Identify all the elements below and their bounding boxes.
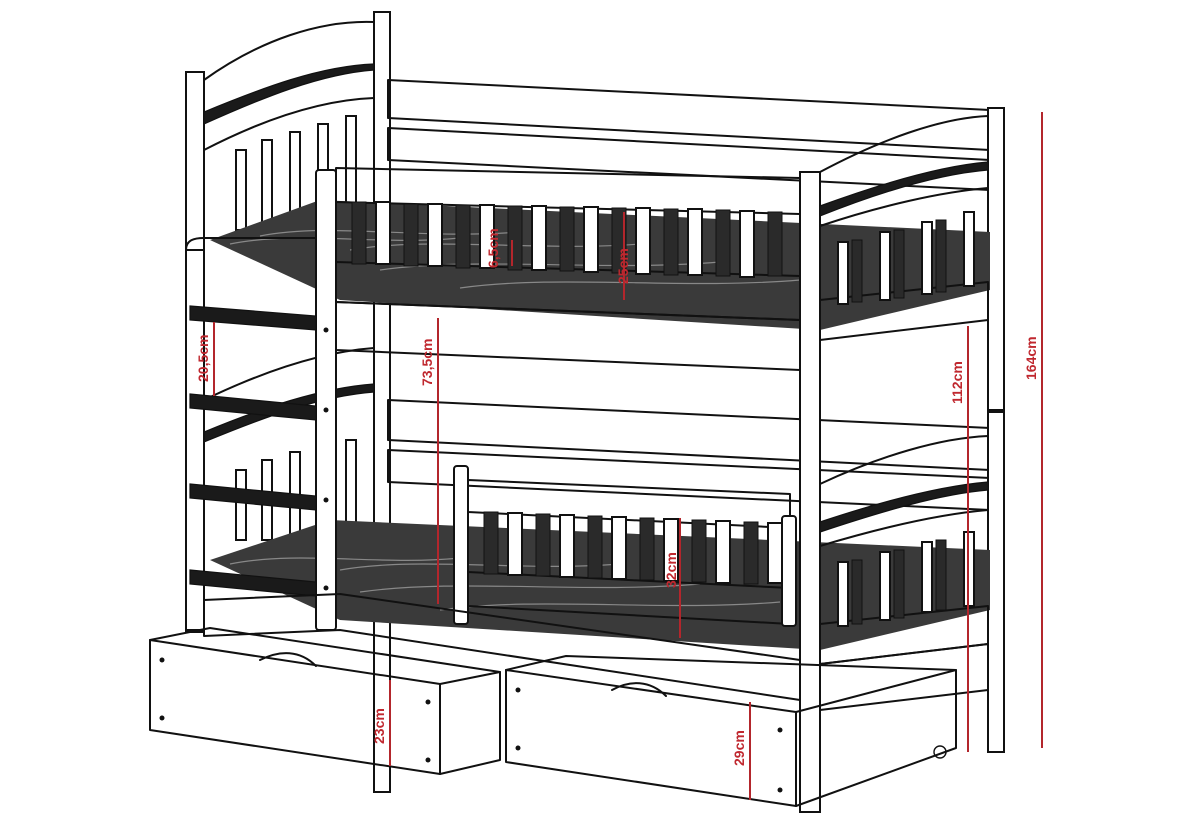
dim-label-rail-gap: 6,5cm	[485, 228, 501, 268]
lower-right-headboard	[819, 435, 989, 711]
upper-right-headboard	[819, 115, 989, 341]
right-drawer	[505, 655, 957, 807]
dimension-labels: 20,5cm 73,5cm 6,5cm 25cm 32cm 112cm 164c…	[195, 228, 1039, 766]
dim-label-drawer-side: 29cm	[731, 730, 747, 766]
upper-guard-slats	[351, 201, 783, 278]
right-drawer-front	[505, 669, 797, 807]
upper-right-slats	[837, 211, 975, 305]
left-drawer-handle	[259, 652, 317, 667]
lower-side-beam	[203, 593, 801, 701]
dim-label-upper-rail-height: 25cm	[615, 248, 631, 284]
dim-label-lower-bed-height: 112cm	[949, 361, 965, 404]
dim-label-upper-clearance: 73,5cm	[419, 339, 435, 386]
front-right-post	[799, 171, 821, 813]
lower-guard-slats	[483, 511, 783, 585]
right-back-posts	[987, 107, 1005, 753]
left-drawer	[149, 627, 501, 775]
dim-label-drawer-front: 23cm	[371, 708, 387, 744]
ladder-rung	[189, 393, 317, 421]
left-drawer-front	[149, 639, 441, 775]
dim-label-total-height: 164cm	[1023, 336, 1039, 380]
right-drawer-handle	[611, 682, 667, 697]
dim-label-rung-spacing: 20,5cm	[195, 335, 211, 382]
ladder-rung	[189, 305, 317, 331]
upper-guard-rail	[335, 167, 801, 371]
drawer-wheel	[933, 745, 947, 759]
dim-label-lower-rail-height: 32cm	[663, 552, 679, 588]
ladder-rung	[189, 483, 317, 511]
dimension-lines	[213, 112, 1043, 800]
lower-guard-rail	[453, 465, 797, 627]
ladder-right-rail	[315, 169, 337, 631]
lower-right-slats	[837, 531, 975, 627]
